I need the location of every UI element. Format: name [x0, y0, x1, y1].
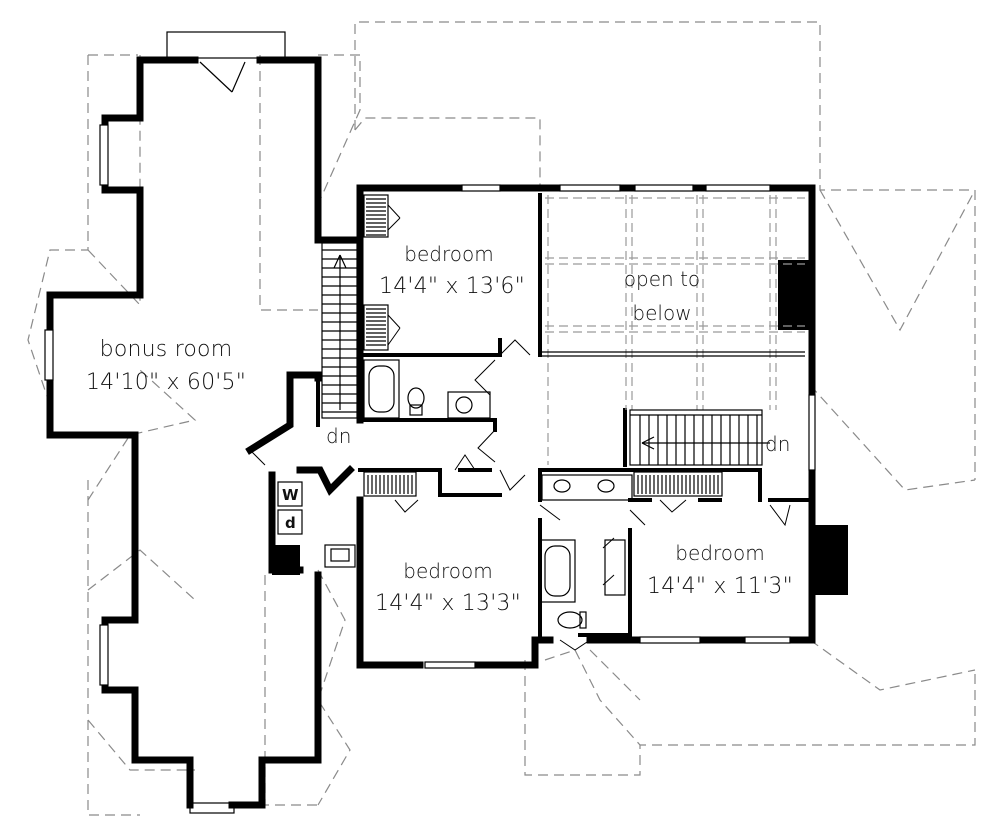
- bedroom-se-name: bedroom: [675, 541, 764, 565]
- bonus-room-name: bonus room: [100, 337, 233, 362]
- room-labels: bonus room 14'10" x 60'5" bedroom 14'4" …: [86, 242, 793, 616]
- bay-entry: [166, 31, 286, 814]
- walls: [46, 56, 816, 809]
- bedroom-ne-name: bedroom: [404, 242, 493, 266]
- open-to-below-line1: open to: [624, 267, 700, 291]
- main-stair-treads: [322, 249, 357, 413]
- bedroom-s-name: bedroom: [403, 559, 492, 583]
- closets: [363, 194, 723, 497]
- door-swings: [249, 204, 791, 651]
- dryer-label: d: [285, 514, 296, 532]
- open-to-below-line2: below: [632, 301, 691, 325]
- stair-down-label-main: dn: [326, 424, 351, 448]
- bedroom-s-size: 14'4" x 13'3": [375, 591, 521, 616]
- chimneys: [272, 260, 848, 595]
- bath-fixtures: [324, 359, 633, 629]
- right-staircase: [629, 409, 770, 466]
- roof-lines: [27, 21, 976, 816]
- bonus-room-size: 14'10" x 60'5": [86, 370, 246, 395]
- dryer-box: [277, 509, 303, 535]
- closet-rods: [366, 198, 719, 494]
- stair-down-label-right: dn: [765, 432, 790, 456]
- bedroom-ne-size: 14'4" x 13'6": [379, 274, 525, 299]
- washer-label: W: [282, 486, 299, 504]
- right-stair-treads: [639, 415, 758, 465]
- laundry-units: W d: [277, 481, 303, 535]
- open-to-below-beams: [540, 195, 805, 465]
- windows: [44, 124, 816, 686]
- washer-box: [277, 481, 303, 507]
- bedroom-se-size: 14'4" x 11'3": [647, 574, 793, 599]
